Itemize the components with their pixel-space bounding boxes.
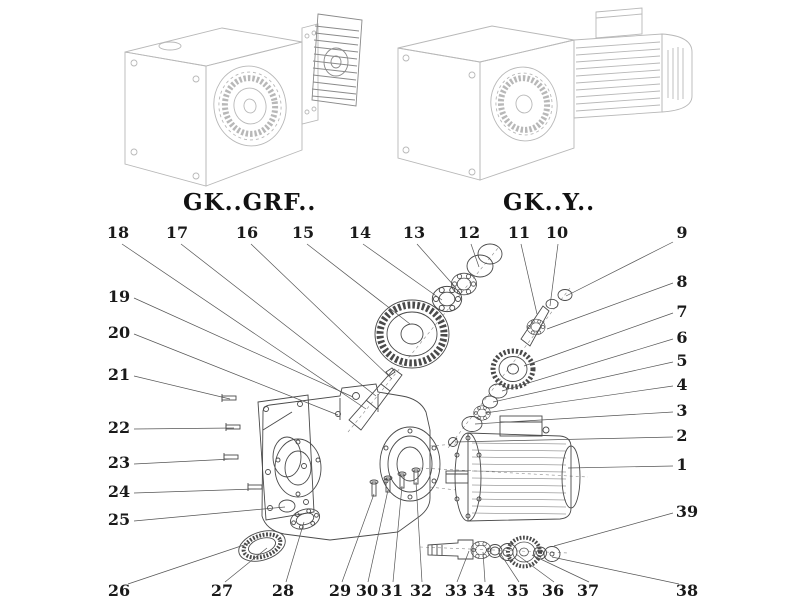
- callout-36: 36: [542, 581, 564, 600]
- callout-23: 23: [108, 453, 130, 472]
- input-pinion-shaft: [348, 367, 403, 431]
- callout-2: 2: [676, 426, 687, 445]
- assembled-view-left: [124, 13, 363, 187]
- callout-22: 22: [108, 418, 130, 437]
- callout-15: 15: [292, 223, 314, 242]
- callout-30: 30: [356, 581, 378, 600]
- finned-input-adapter: [311, 13, 363, 107]
- callout-21: 21: [108, 365, 130, 384]
- mounting-flange-plate: [257, 394, 315, 521]
- callout-32: 32: [410, 581, 432, 600]
- callout-29: 29: [329, 581, 351, 600]
- drive-gear: [374, 299, 450, 369]
- callout-1: 1: [676, 455, 687, 474]
- callout-8: 8: [676, 272, 687, 291]
- callout-16: 16: [236, 223, 258, 242]
- callout-14: 14: [349, 223, 371, 242]
- callout-20: 20: [108, 323, 130, 342]
- callout-24: 24: [108, 482, 130, 501]
- callout-11: 11: [508, 223, 530, 242]
- callout-39: 39: [676, 502, 698, 521]
- callout-10: 10: [546, 223, 568, 242]
- callout-17: 17: [166, 223, 188, 242]
- bevel-gear: [493, 351, 533, 387]
- callout-34: 34: [473, 581, 495, 600]
- callout-26: 26: [108, 581, 130, 600]
- callout-28: 28: [272, 581, 294, 600]
- callout-37: 37: [577, 581, 599, 600]
- tapered-bearing-pair: [431, 272, 478, 313]
- shim-rings: [466, 243, 503, 278]
- motor: [445, 415, 581, 522]
- bevel-pinion-assembly: [520, 289, 573, 347]
- callout-6: 6: [676, 328, 687, 347]
- callout-9: 9: [676, 223, 687, 242]
- callout-38: 38: [676, 581, 698, 600]
- callout-35: 35: [507, 581, 529, 600]
- callout-12: 12: [458, 223, 480, 242]
- model-label-gk-grf: GK..GRF..: [183, 189, 317, 216]
- callout-19: 19: [108, 287, 130, 306]
- flange-bolts: [221, 393, 263, 492]
- exploded-view: [221, 243, 589, 567]
- leader-lines: [121, 241, 680, 585]
- callout-numbers: 18 17 16 15 14 13 12 11 10 9 8 7 6 5 4 3…: [107, 223, 698, 600]
- callout-33: 33: [445, 581, 467, 600]
- bevel-gear-spacers: [448, 383, 508, 447]
- callout-4: 4: [676, 375, 687, 394]
- assembled-view-right: [397, 7, 693, 181]
- callout-5: 5: [676, 351, 687, 370]
- motor-assembled: [573, 7, 693, 119]
- callout-25: 25: [108, 510, 130, 529]
- callout-18: 18: [107, 223, 129, 242]
- model-label-gk-y: GK..Y..: [503, 189, 596, 216]
- assembly-axis-lines: [347, 247, 589, 554]
- callout-3: 3: [676, 401, 687, 420]
- output-shaft-assembly: [427, 538, 561, 567]
- callout-7: 7: [676, 302, 687, 321]
- seal-and-bearing-rings: [238, 499, 321, 562]
- callout-27: 27: [211, 581, 233, 600]
- callout-13: 13: [403, 223, 425, 242]
- callout-31: 31: [381, 581, 403, 600]
